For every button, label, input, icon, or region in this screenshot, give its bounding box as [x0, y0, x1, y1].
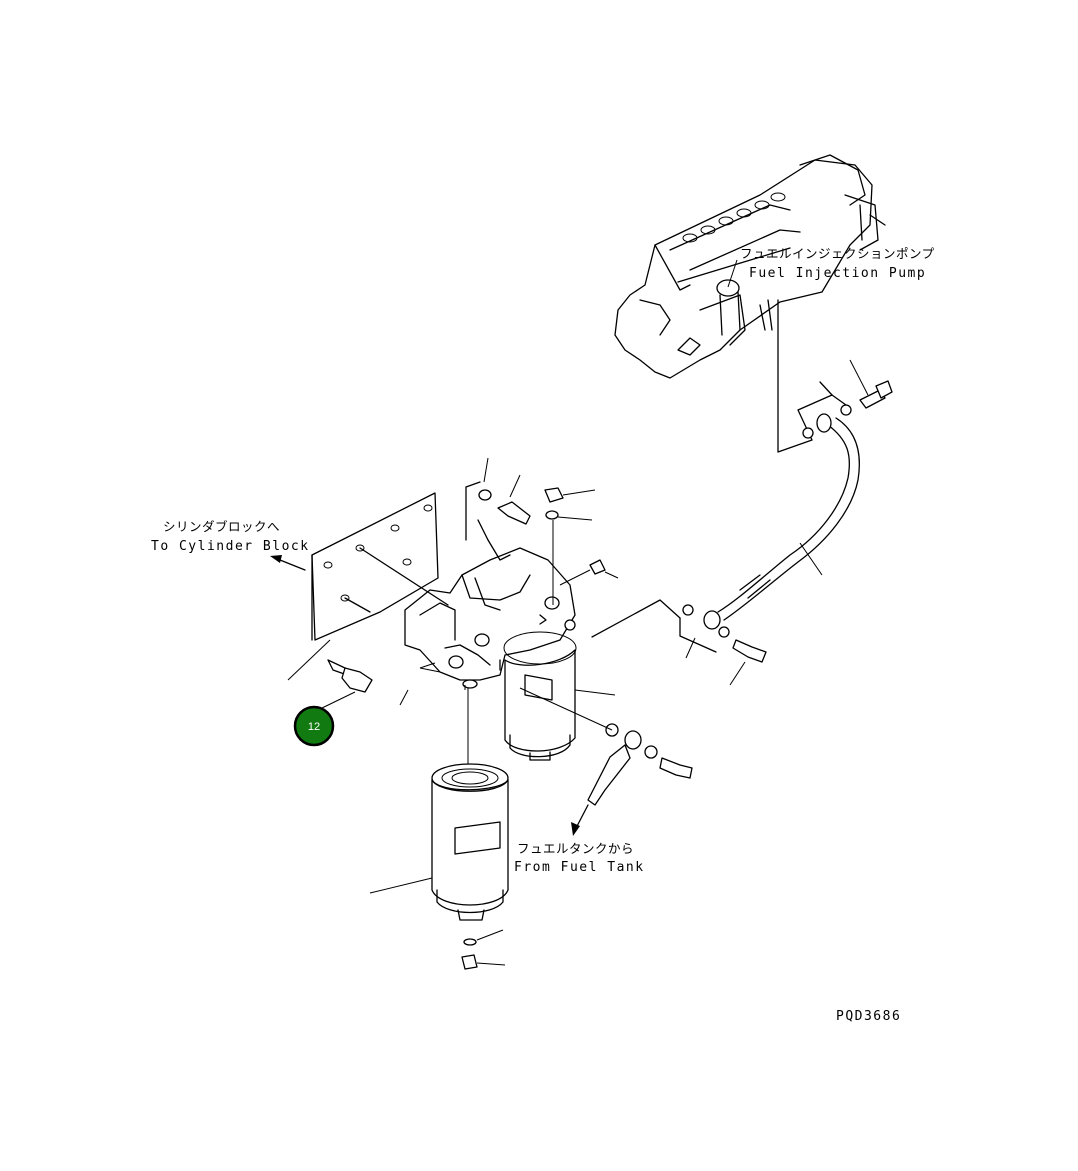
tank-label-en: From Fuel Tank: [514, 860, 645, 875]
fuel-filter-rear: [503, 631, 577, 761]
fuel-filter-front: [431, 763, 509, 921]
pump-label-en: Fuel Injection Pump: [749, 266, 926, 281]
mounting-bolt: [327, 659, 373, 693]
cylinder-label-en: To Cylinder Block: [151, 539, 310, 554]
inlet-hose: [587, 723, 693, 806]
mounting-plate: [311, 492, 449, 641]
tank-label-jp: フュエルタンクから: [517, 841, 634, 856]
drawing-id: PQD3686: [836, 1009, 901, 1024]
cylinder-label-jp: シリンダブロックへ: [163, 519, 280, 534]
pump-label-jp: フュエルインジェクションポンプ: [740, 246, 935, 261]
fuel-injection-pump: [614, 154, 886, 379]
fuel-pipe: [703, 413, 861, 630]
callout-number: 12: [308, 721, 320, 733]
banjo-bolt-top: [859, 380, 893, 409]
callout-12[interactable]: 12: [293, 705, 335, 747]
